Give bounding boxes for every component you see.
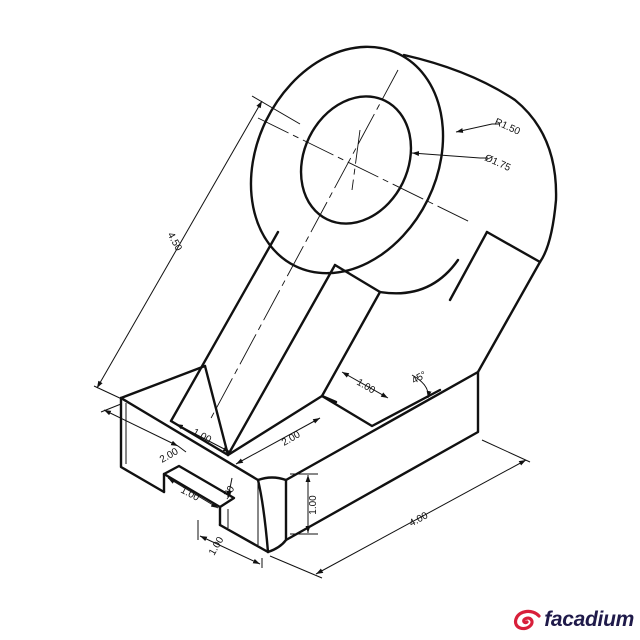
dim-label-slot-offset: 1.00 [207, 535, 226, 558]
dim-label-slot-width: 1.00 [179, 485, 202, 504]
dim-label-radius: R1.50 [493, 117, 522, 138]
dim-label-rib: 1.00 [355, 377, 378, 396]
dim-label-slot-depth: .30 [220, 484, 237, 502]
dimension-base-height: 1.00 [290, 473, 319, 535]
dimension-base-offset: 2.00 [100, 403, 187, 466]
dim-label-base-height: 1.00 [308, 495, 319, 515]
brand-name: facadium [544, 608, 634, 631]
dim-label-base-offset: 2.00 [158, 446, 181, 465]
facadium-logo: facadium [513, 608, 634, 632]
dim-label-rib-length: 2.00 [280, 429, 303, 448]
dim-label-base-length: 4.00 [408, 510, 431, 529]
dim-label-angle: 45° [410, 370, 429, 387]
dim-label-height: 4.50 [165, 231, 184, 254]
dimension-rib-thickness: 1.00 [341, 371, 389, 399]
dim-label-diameter: Ø1.75 [483, 153, 513, 174]
dimension-slot-width: 1.00 [167, 477, 219, 509]
center-lines [209, 69, 471, 421]
dimension-angle: 45° [410, 370, 432, 399]
swirl-logo-icon [514, 609, 541, 631]
dimension-radius-diameter: R1.50 Ø1.75 [411, 117, 522, 174]
